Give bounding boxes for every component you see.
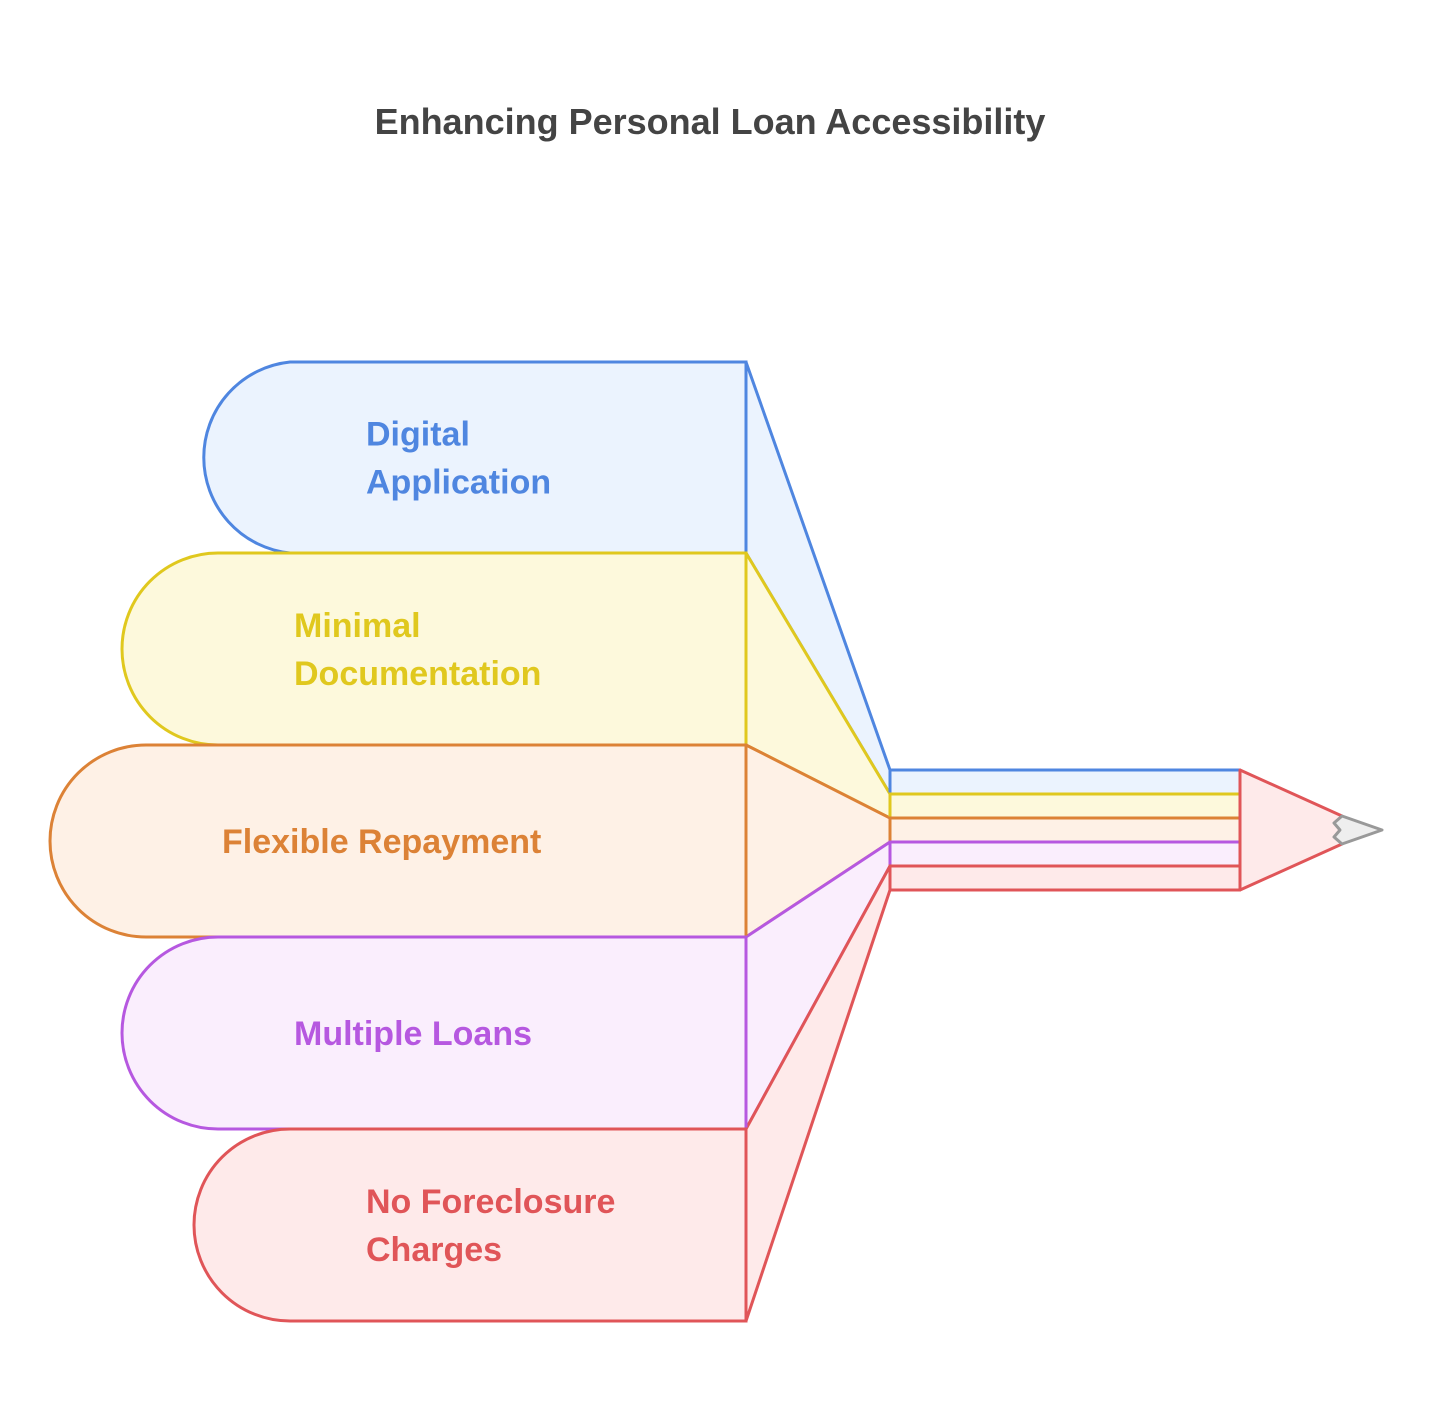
pencil-lead-tip — [1332, 814, 1384, 846]
pencil-strip-2 — [888, 792, 1249, 820]
pencil-strip-3 — [888, 816, 1249, 844]
item-label-3-line-1: Flexible Repayment — [222, 823, 541, 861]
item-label-4-line-1: Multiple Loans — [294, 1015, 532, 1053]
pencil-strip-1 — [888, 768, 1249, 796]
pencil-body — [888, 768, 1384, 892]
item-label-3: Flexible Repayment — [222, 823, 541, 861]
item-label-5-line-1: No Foreclosure — [366, 1183, 615, 1221]
item-label-1-line-2: Application — [366, 464, 551, 502]
item-capsule-5 — [192, 1127, 748, 1323]
item-label-4: Multiple Loans — [294, 1015, 532, 1053]
pencil-strip-5 — [888, 864, 1249, 892]
pencil-strip-4 — [888, 840, 1249, 868]
item-label-1-line-1: Digital — [366, 416, 470, 454]
item-capsule-2 — [120, 551, 748, 747]
item-capsule-4 — [120, 935, 748, 1131]
item-capsule-1 — [202, 360, 748, 555]
item-label-2-line-1: Minimal — [294, 607, 421, 645]
pencil-fans — [744, 360, 892, 1323]
pencil-wood-tip — [1238, 768, 1344, 892]
item-capsule-3 — [48, 743, 748, 939]
item-label-5-line-2: Charges — [366, 1231, 502, 1269]
diagram-title: Enhancing Personal Loan Accessibility — [375, 101, 1046, 142]
item-shapes — [48, 360, 748, 1323]
item-label-2-line-2: Documentation — [294, 655, 541, 693]
